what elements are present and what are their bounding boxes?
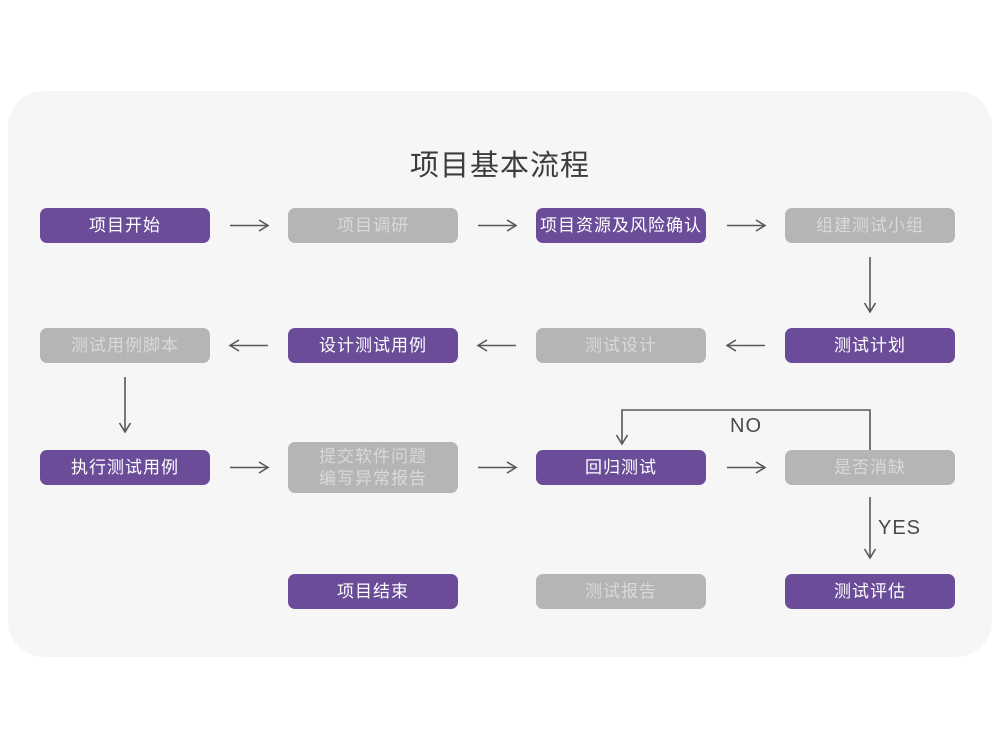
flow-node-project-resources-risk: 项目资源及风险确认 [536,208,706,243]
flow-node-test-report: 测试报告 [536,574,706,609]
flow-node-defect-cleared: 是否消缺 [785,450,955,485]
flow-node-form-test-team: 组建测试小组 [785,208,955,243]
flow-node-test-evaluation: 测试评估 [785,574,955,609]
flowchart-card [8,91,992,657]
flow-node-project-start: 项目开始 [40,208,210,243]
flow-node-design-test-cases: 设计测试用例 [288,328,458,363]
flow-node-submit-issue-report: 提交软件问题 编写异常报告 [288,442,458,493]
flow-node-regression-test: 回归测试 [536,450,706,485]
flow-node-execute-test-cases: 执行测试用例 [40,450,210,485]
flow-node-test-design: 测试设计 [536,328,706,363]
flow-node-project-research: 项目调研 [288,208,458,243]
no-branch-label: NO [730,415,762,437]
flow-node-test-plan: 测试计划 [785,328,955,363]
flow-node-project-end: 项目结束 [288,574,458,609]
diagram-title: 项目基本流程 [409,150,590,182]
yes-branch-label: YES [878,517,922,539]
flow-node-test-case-scripts: 测试用例脚本 [40,328,210,363]
